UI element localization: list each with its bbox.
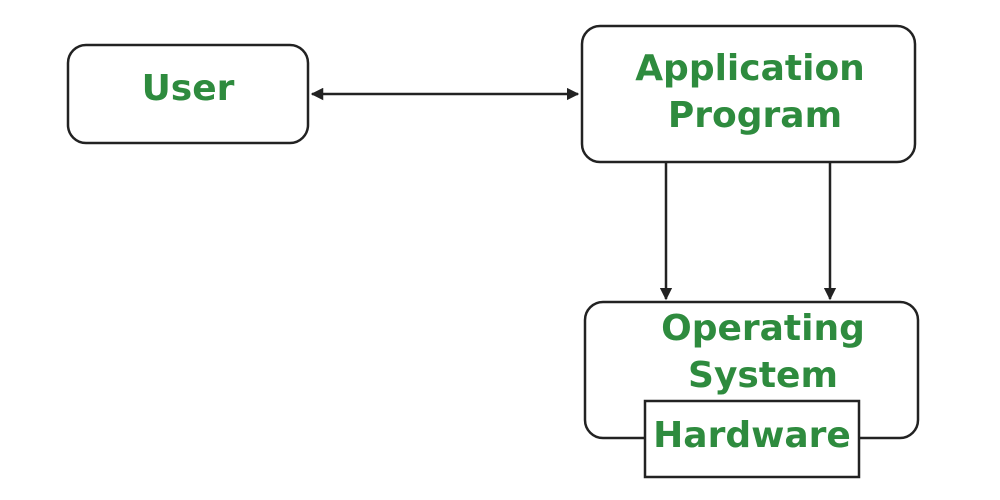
node-application-program-box [580, 24, 917, 164]
node-hardware-box [643, 399, 861, 479]
node-operating-system-label-line1: Operating [661, 308, 865, 349]
node-operating-system: Operating System [583, 300, 920, 440]
node-user: User [66, 43, 310, 145]
node-application-program-label-line2: Program [668, 95, 842, 136]
node-application-program-label-line1: Application [635, 48, 865, 89]
node-hardware-label: Hardware [653, 415, 851, 456]
node-operating-system-label-line2: System [688, 355, 838, 396]
node-hardware: Hardware [643, 399, 861, 479]
node-application-program: Application Program [580, 24, 917, 164]
node-user-box [66, 43, 310, 145]
node-user-label: User [142, 68, 235, 109]
